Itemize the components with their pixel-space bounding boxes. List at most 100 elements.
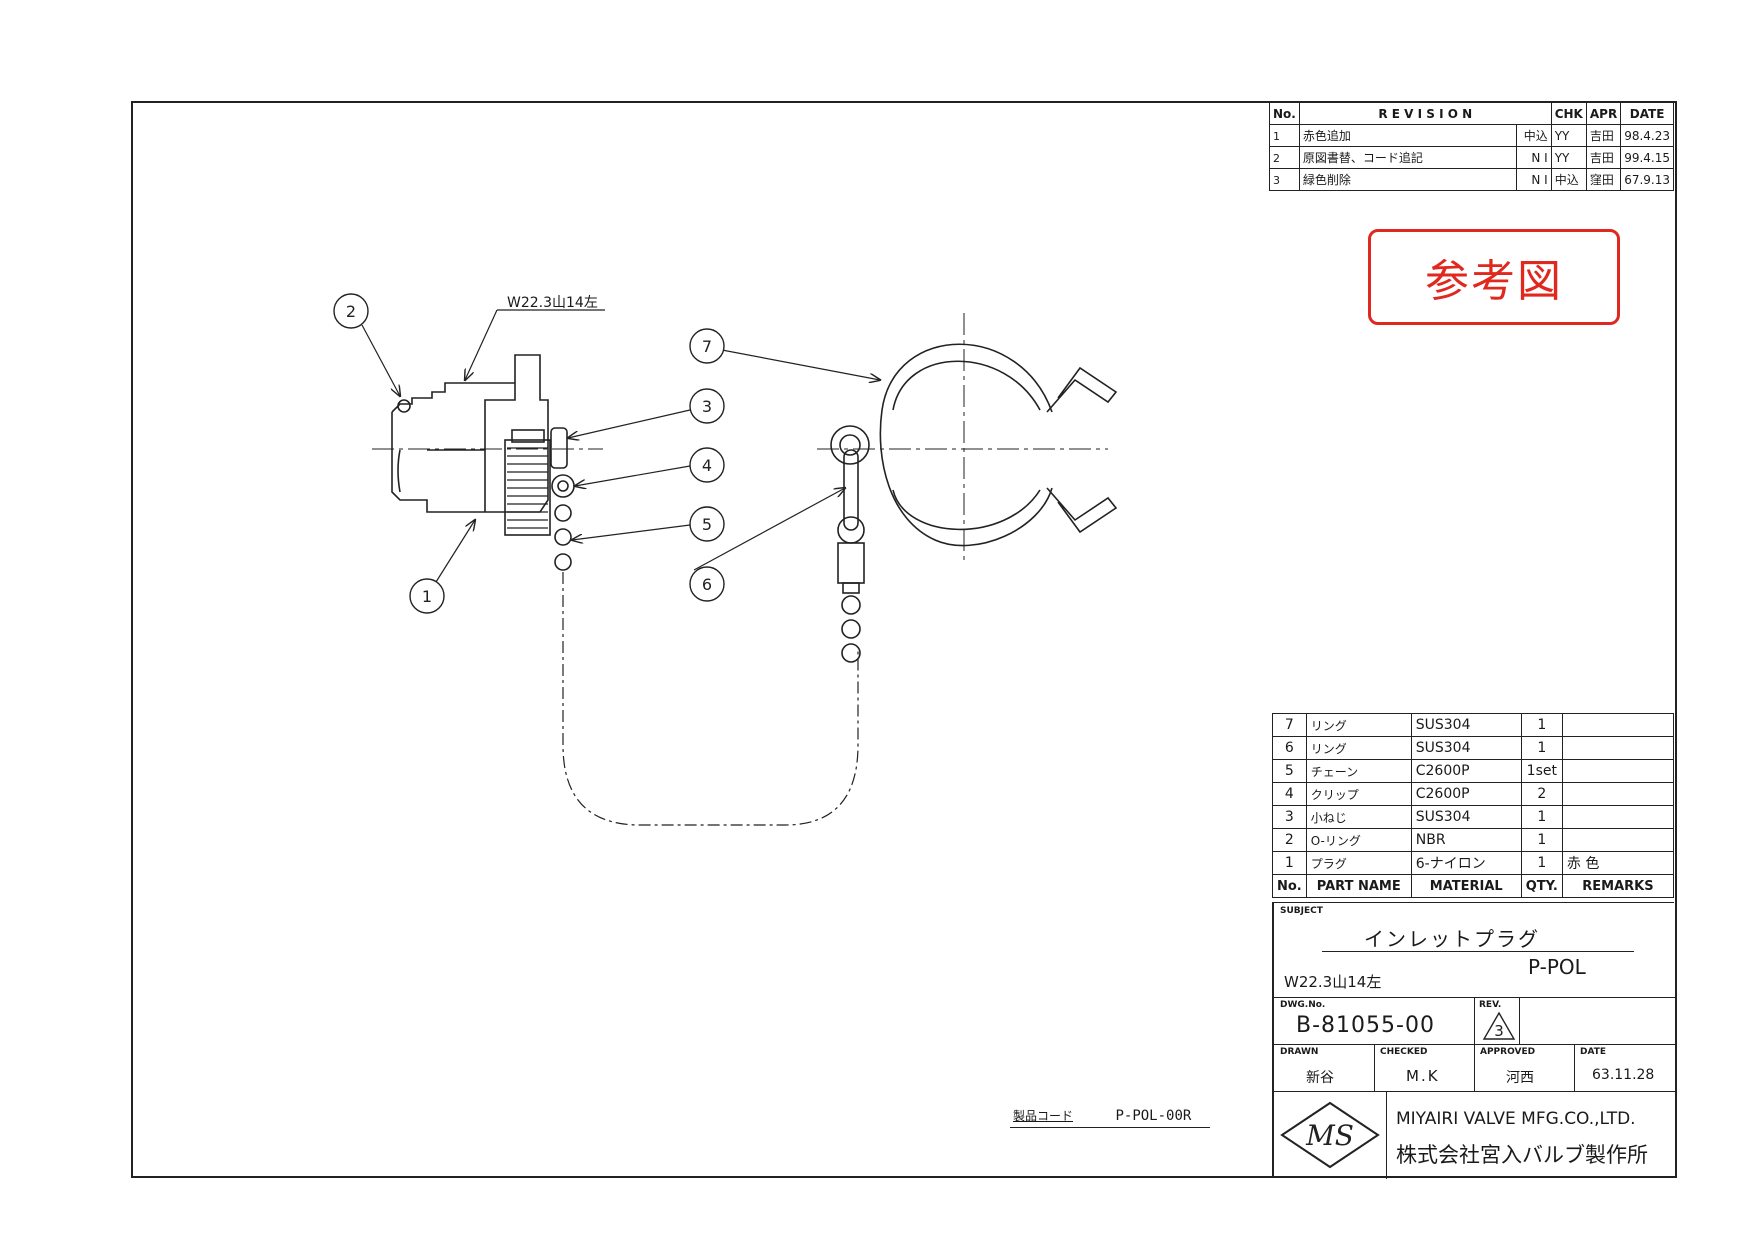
part-no: 3 [1272,805,1307,829]
part-material: SUS304 [1410,736,1522,760]
rev-col-apr: APR [1585,102,1622,125]
revision-chk: YY [1550,124,1587,147]
approved-by: 河西 [1506,1070,1534,1086]
parts-col-name: PART NAME [1305,874,1412,898]
product-code-label: 製品コード [1013,1109,1074,1123]
part-material: NBR [1410,828,1522,852]
parts-row: 1 プラグ 6-ナイロン 1 赤 色 [1272,851,1675,875]
thread-spec: W22.3山14左 [1284,973,1382,991]
revision-apr: 吉田 [1585,146,1622,169]
date-label: DATE [1580,1047,1607,1057]
revision-row: 2 原図書替、コード追記 N I YY 吉田 99.4.15 [1269,146,1674,169]
subject-title: インレットプラグ [1364,927,1540,951]
revision-by: N I [1516,168,1552,191]
revision-number: 1 [1273,129,1280,143]
balloon-2-label: 2 [346,302,356,321]
part-name: 小ねじ [1305,805,1412,829]
parts-row: 7 リング SUS304 1 [1272,713,1675,737]
balloon-3 [689,388,725,424]
parts-list: 7 リング SUS304 1 6 リング SUS304 1 5 チェーン C26… [1272,713,1675,898]
revision-row: 3 緑色削除 N I 中込 窪田 67.9.13 [1269,168,1674,191]
part-remarks [1561,759,1675,783]
drawing-number: B-81055-00 [1296,1013,1435,1038]
revision-by: 中込 [1516,124,1552,147]
revision-date: 99.4.15 [1620,146,1674,169]
parts-row: 4 クリップ C2600P 2 [1272,782,1675,806]
drawing-frame [131,101,1677,1178]
revision-number: 3 [1273,173,1280,187]
part-qty: 2 [1520,782,1563,806]
parts-row: 5 チェーン C2600P 1set [1272,759,1675,783]
company-name-en: MIYAIRI VALVE MFG.CO.,LTD. [1396,1109,1636,1129]
dwg-no-label: DWG.No. [1280,1000,1326,1010]
parts-header-row: No. PART NAME MATERIAL QTY. REMARKS [1272,874,1675,898]
model-number: P-POL [1528,955,1586,979]
balloon-4-label: 4 [702,456,712,475]
parts-col-remarks: REMARKS [1561,874,1675,898]
part-no: 2 [1272,828,1307,852]
part-material: C2600P [1410,782,1522,806]
revision-chk: 中込 [1550,168,1587,191]
logo-letters: MS [1305,1119,1354,1152]
revision-number: 2 [1273,151,1280,165]
revision-by: N I [1516,146,1552,169]
revision-number: 3 [1494,1022,1504,1040]
balloon-6 [689,566,725,602]
part-no: 7 [1272,713,1307,737]
ring-7 [830,343,1118,547]
rev-col-no: No. [1269,102,1300,125]
part-name: リング [1305,736,1412,760]
part-qty: 1set [1520,759,1563,783]
part-name: チェーン [1305,759,1412,783]
part-no: 1 [1272,851,1307,875]
part-qty: 1 [1520,851,1563,875]
parts-row: 3 小ねじ SUS304 1 [1272,805,1675,829]
company-name-jp: 株式会社宮入バルブ製作所 [1396,1143,1648,1167]
company-logo: MS [1280,1101,1380,1169]
parts-row: 2 O-リング NBR 1 [1272,828,1675,852]
balloon-4 [689,447,725,483]
part-no: 4 [1272,782,1307,806]
part-remarks [1561,805,1675,829]
revision-row: 1 赤色追加 中込 YY 吉田 98.4.23 [1269,124,1674,147]
part-remarks [1561,782,1675,806]
part-name: O-リング [1305,828,1412,852]
drawn-by: 新谷 [1306,1070,1334,1086]
part-no: 5 [1272,759,1307,783]
part-qty: 1 [1520,713,1563,737]
part-qty: 1 [1520,736,1563,760]
revision-header-row: No. R E V I S I O N CHK APR DATE [1269,102,1674,125]
part-remarks [1561,828,1675,852]
part-name: プラグ [1305,851,1412,875]
drawing-date: 63.11.28 [1592,1067,1655,1083]
part-qty: 1 [1520,828,1563,852]
balloon-3-label: 3 [702,397,712,416]
revision-apr: 吉田 [1585,124,1622,147]
balloon-5 [689,506,725,542]
part-remarks [1561,736,1675,760]
part-material: 6-ナイロン [1410,851,1522,875]
balloon-1-label: 1 [422,587,432,606]
revision-date: 98.4.23 [1620,124,1674,147]
checked-label: CHECKED [1380,1047,1428,1057]
checked-by: M.K [1406,1067,1440,1085]
reference-stamp: 参考図 [1368,229,1620,325]
part-material: SUS304 [1410,713,1522,737]
revision-desc: 緑色削除 [1298,168,1518,191]
part-remarks: 赤 色 [1561,851,1675,875]
rev-label: REV. [1479,1000,1502,1010]
part-name: リング [1305,713,1412,737]
part-material: C2600P [1410,759,1522,783]
part-remarks [1561,713,1675,737]
thread-callout: W22.3山14左 [507,295,598,311]
parts-col-no: No. [1272,874,1307,898]
revision-table: No. R E V I S I O N CHK APR DATE 1 赤色追加 … [1269,102,1674,191]
revision-desc: 赤色追加 [1298,124,1518,147]
revision-date: 67.9.13 [1620,168,1674,191]
title-block: SUBJECT インレットプラグ P-POL W22.3山14左 DWG.No.… [1272,902,1676,1179]
product-code: 製品コード P-POL-00R [1013,1107,1191,1124]
revision-chk: YY [1550,146,1587,169]
plug-body [391,354,551,536]
product-code-value: P-POL-00R [1115,1108,1192,1124]
